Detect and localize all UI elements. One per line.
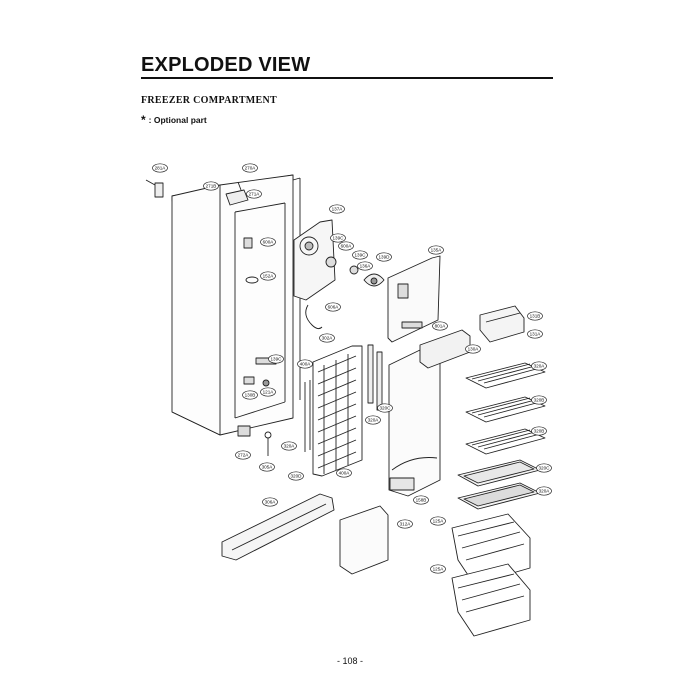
optional-note-text: : Optional part — [148, 115, 207, 125]
part-callout-label: 125A — [433, 519, 445, 524]
part-callout-label: 320B — [534, 398, 545, 403]
part-callout: 131B — [527, 311, 543, 321]
part-callout: 302A — [319, 333, 335, 343]
freezer-duct — [388, 349, 441, 497]
part-callout: 139C — [330, 233, 346, 243]
part-callout: 137A — [329, 204, 345, 214]
part-callout: 312A — [397, 519, 413, 529]
part-callout-label: 320C — [539, 466, 551, 471]
part-callout: 320A — [536, 486, 552, 496]
part-callout: 139C — [352, 250, 368, 260]
part-callout-label: 400A — [300, 362, 312, 367]
ice-maker — [419, 305, 525, 369]
part-callout-label: 281A — [155, 166, 167, 171]
part-callout-label: 320D — [291, 474, 303, 479]
part-callout: 600A — [260, 237, 276, 247]
part-callout-label: 600A — [263, 240, 275, 245]
part-callout-label: 306A — [265, 500, 277, 505]
freezer-cabinet — [171, 174, 301, 437]
part-callout-label: 121A — [263, 390, 275, 395]
part-callout: 320C — [536, 463, 552, 473]
part-callout-label: 272A — [238, 453, 250, 458]
part-callout: 271A — [246, 189, 262, 199]
part-callout: 320A — [365, 415, 381, 425]
part-callout-label: 320A — [284, 444, 296, 449]
section-subtitle: FREEZER COMPARTMENT — [141, 95, 277, 106]
part-callout-label: 600A — [341, 244, 353, 249]
part-callout: 271B — [203, 181, 219, 191]
part-callout-label: 271B — [206, 184, 217, 189]
part-callout-label: 130B — [245, 393, 256, 398]
part-callout-label: 130A — [468, 347, 480, 352]
part-callout-label: 320A — [534, 364, 546, 369]
part-callout: 136A — [357, 261, 373, 271]
freezer-baskets — [451, 513, 531, 637]
part-callout-label: 139C — [355, 253, 367, 258]
part-callout: 281A — [152, 163, 168, 173]
part-callout: 130B — [242, 390, 258, 400]
part-callout: 320B — [531, 395, 547, 405]
part-callout-label: 320B — [534, 429, 545, 434]
part-callout: 801A — [432, 321, 448, 331]
part-callout-label: 136A — [360, 264, 372, 269]
evaporator-coil — [304, 344, 383, 477]
drain-cover — [221, 431, 389, 575]
part-callout-label: 131A — [530, 332, 542, 337]
part-callout: 320D — [288, 471, 304, 481]
part-callout-label: 606A — [328, 305, 340, 310]
part-callout: 320A — [531, 361, 547, 371]
top-hinge — [145, 179, 249, 206]
part-callout: 306A — [262, 497, 278, 507]
part-callout-label: 139C — [333, 236, 345, 241]
part-callout-label: 139C — [271, 357, 283, 362]
part-callout: 600A — [338, 241, 354, 251]
part-callout-label: 158B — [416, 498, 427, 503]
part-callout: 139D — [376, 252, 392, 262]
part-callout: 400A — [336, 468, 352, 478]
part-callout: 320C — [377, 403, 393, 413]
part-callout-label: 400A — [339, 471, 351, 476]
part-callout: 158B — [413, 495, 429, 505]
part-callout-label: 131B — [530, 314, 541, 319]
part-callout: 270A — [242, 163, 258, 173]
part-callout: 400A — [297, 359, 313, 369]
title-underline — [141, 77, 553, 79]
part-callout: 125A — [430, 564, 446, 574]
page-number: - 108 - — [336, 656, 363, 666]
part-callout: 139C — [268, 354, 284, 364]
part-callout-label: 135A — [431, 248, 443, 253]
part-callout-label: 320C — [380, 406, 392, 411]
optional-marker: * — [141, 113, 146, 127]
part-callout-label: 137A — [332, 207, 344, 212]
part-callout: 272A — [235, 450, 251, 460]
part-callout-label: 801A — [435, 324, 447, 329]
part-callout: 320B — [531, 426, 547, 436]
part-callout-label: 125A — [433, 567, 445, 572]
part-callout: 125A — [430, 516, 446, 526]
optional-part-note: *: Optional part — [141, 112, 207, 127]
fan-duct — [293, 219, 385, 330]
page-title: EXPLODED VIEW — [141, 54, 311, 76]
part-callout-label: 312A — [400, 522, 412, 527]
part-callout: 121A — [260, 387, 276, 397]
part-callout-label: 152A — [263, 274, 275, 279]
part-callout: 130A — [465, 344, 481, 354]
part-callout: 606A — [325, 302, 341, 312]
wire-shelves — [457, 362, 546, 510]
part-callout-label: 302A — [322, 336, 334, 341]
rear-cover-panel — [387, 255, 441, 343]
part-callout-label: 271A — [249, 192, 261, 197]
part-callout-label: 320A — [368, 418, 380, 423]
part-callout: 305A — [259, 462, 275, 472]
part-callout: 320A — [281, 441, 297, 451]
part-callout-label: 139D — [379, 255, 391, 260]
part-callout: 152A — [260, 271, 276, 281]
part-callout-label: 320A — [539, 489, 551, 494]
part-callout-label: 305A — [262, 465, 274, 470]
part-callout-label: 270A — [245, 166, 257, 171]
part-callout: 131A — [527, 329, 543, 339]
part-callout: 135A — [428, 245, 444, 255]
